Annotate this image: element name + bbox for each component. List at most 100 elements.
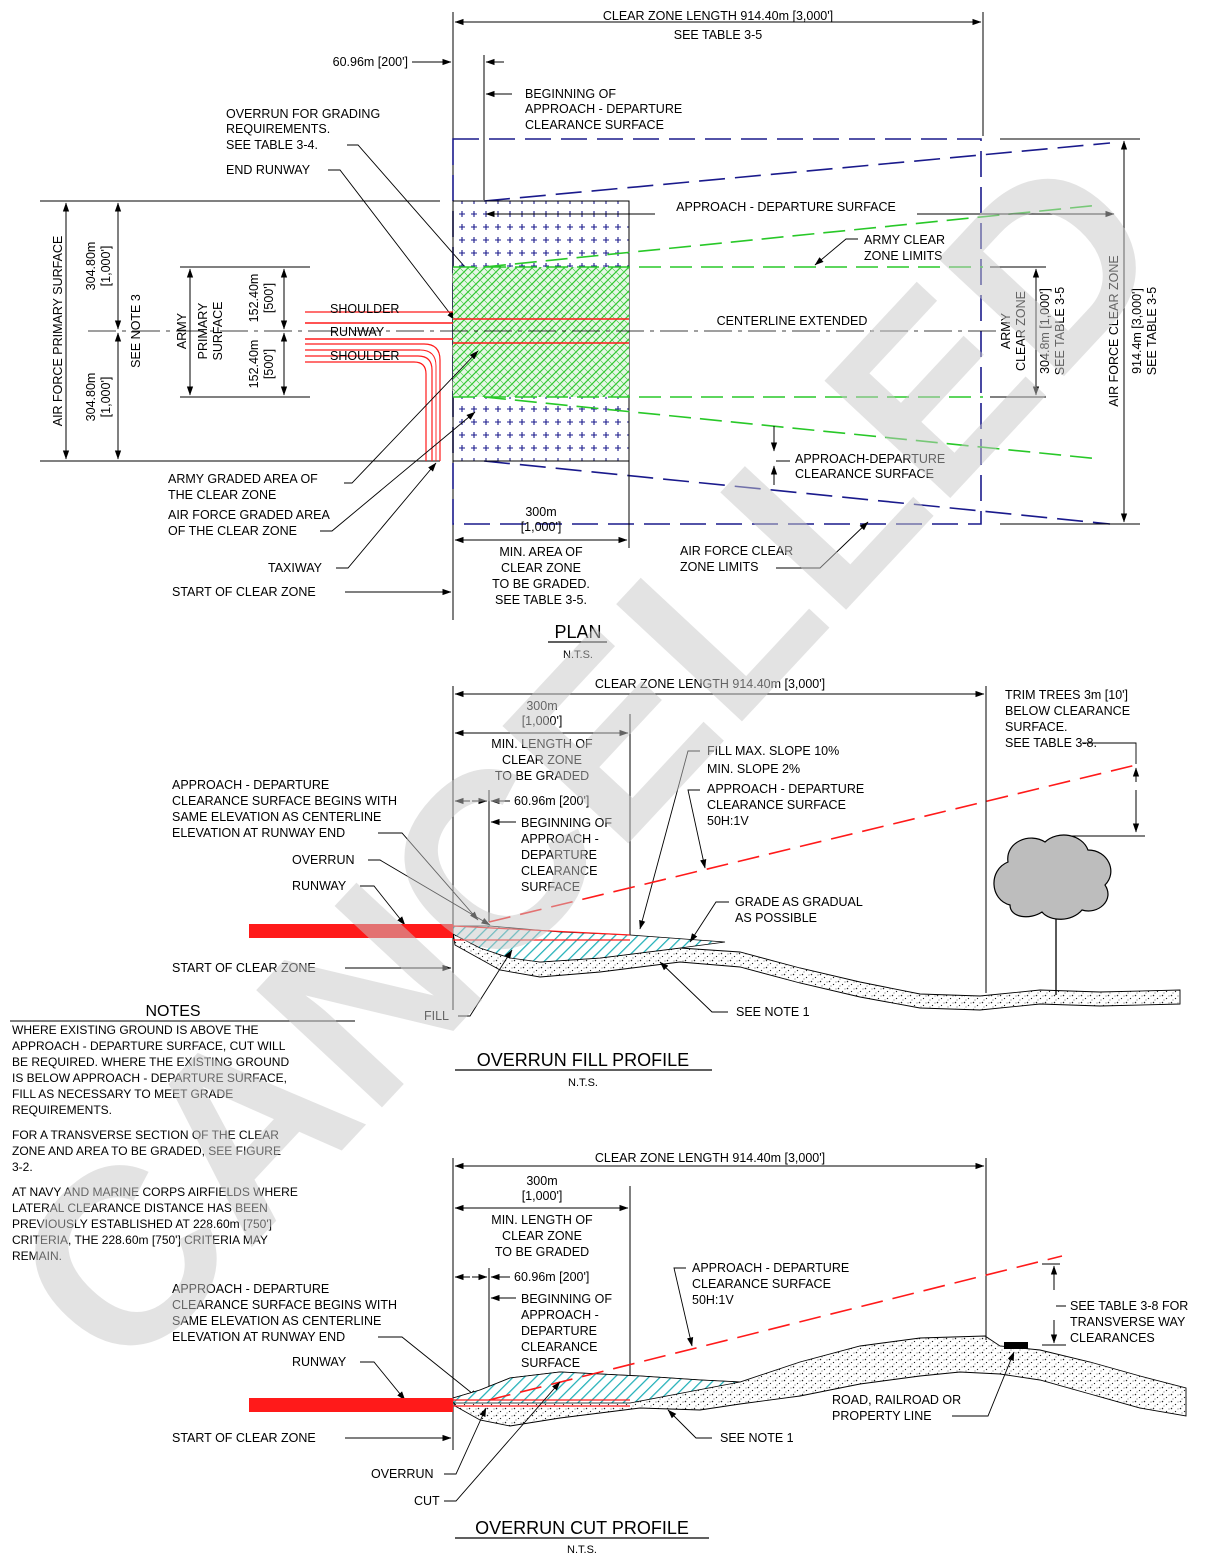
note2-line1: FOR A TRANSVERSE SECTION OF THE CLEAR bbox=[12, 1128, 279, 1142]
overrun-grading-label-2: REQUIREMENTS. bbox=[226, 122, 330, 136]
note3-line2: LATERAL CLEARANCE DISTANCE HAS BEEN bbox=[12, 1201, 268, 1215]
fill-begins-1: APPROACH - DEPARTURE bbox=[172, 778, 329, 792]
grade-label-2: AS POSSIBLE bbox=[735, 911, 817, 925]
army-graded-label-1: ARMY GRADED AREA OF bbox=[168, 472, 318, 486]
approach-surface-label-bg bbox=[655, 199, 917, 215]
cut-runway-label: RUNWAY bbox=[292, 1355, 347, 1369]
fill-begins-leader bbox=[378, 832, 479, 921]
army-primary-3: SURFACE bbox=[211, 301, 225, 360]
army-cz-label-2: CLEAR ZONE bbox=[1014, 291, 1028, 371]
begin-label-3: CLEARANCE SURFACE bbox=[525, 118, 664, 132]
cut-begin-3: DEPARTURE bbox=[521, 1324, 597, 1338]
af-304-top-1: 304.80m bbox=[84, 242, 98, 291]
cut-begin-2: APPROACH - bbox=[521, 1308, 599, 1322]
army-limits-label-2: ZONE LIMITS bbox=[864, 249, 942, 263]
fill-approach-surface bbox=[488, 763, 1141, 923]
af-304-bottom-1: 304.80m bbox=[84, 373, 98, 422]
taxiway-leader bbox=[336, 462, 437, 569]
fill-fill-label: FILL bbox=[424, 1009, 449, 1023]
note1-line3: BE REQUIRED. WHERE THE EXISTING GROUND bbox=[12, 1055, 289, 1069]
army-primary-2: PRIMARY bbox=[196, 302, 210, 359]
note1-line5: FILL AS NECESSARY TO MEET GRADE bbox=[12, 1087, 233, 1101]
road-leader bbox=[952, 1351, 1015, 1417]
af-cz-label-1: AIR FORCE CLEAR ZONE bbox=[1107, 255, 1121, 406]
fill-begin-1: BEGINNING OF bbox=[521, 816, 612, 830]
fill-slope-leader bbox=[639, 750, 700, 930]
army-approach-bottom bbox=[483, 396, 1101, 460]
af-cz-label-3: SEE TABLE 3-5 bbox=[1145, 287, 1159, 376]
fill-begin-5: SURFACE bbox=[521, 880, 580, 894]
shoulder-top-label: SHOULDER bbox=[330, 302, 399, 316]
clear-zone-length-label: CLEAR ZONE LENGTH 914.40m [3,000'] bbox=[603, 9, 833, 23]
see-table-label: SEE TABLE 3-5 bbox=[674, 28, 763, 42]
trim-label-3: SURFACE. bbox=[1005, 720, 1068, 734]
fill-title: OVERRUN FILL PROFILE bbox=[477, 1050, 689, 1070]
fill-300-label-2: [1,000'] bbox=[522, 714, 563, 728]
fill-overrun-surface bbox=[452, 925, 631, 941]
fill-min-len-3: TO BE GRADED bbox=[495, 769, 589, 783]
plan-title: PLAN bbox=[554, 622, 601, 642]
fill-runway-label: RUNWAY bbox=[292, 879, 347, 893]
army-152-bottom-1: 152.40m bbox=[247, 340, 261, 389]
approach-surface-top-edge bbox=[483, 142, 1111, 202]
cut-overrun-leader bbox=[444, 1407, 487, 1475]
trim-label-4: SEE TABLE 3-8. bbox=[1005, 736, 1097, 750]
plan-nts: N.T.S. bbox=[563, 649, 593, 661]
dim300-label-1: 300m bbox=[525, 505, 556, 519]
min-area-label-2: CLEAR ZONE bbox=[501, 561, 581, 575]
end-runway-leader bbox=[328, 169, 456, 321]
runway-label: RUNWAY bbox=[330, 325, 385, 339]
trim-label-2: BELOW CLEARANCE bbox=[1005, 704, 1130, 718]
fill-nts: N.T.S. bbox=[568, 1077, 598, 1089]
trim-label-1: TRIM TREES 3m [10'] bbox=[1005, 688, 1128, 702]
fill-begins-2: CLEARANCE SURFACE BEGINS WITH bbox=[172, 794, 397, 808]
cut-approach-surface bbox=[488, 1255, 1063, 1401]
cut-min-len-1: MIN. LENGTH OF bbox=[491, 1213, 593, 1227]
cut-38-label-2: TRANSVERSE WAY bbox=[1070, 1315, 1186, 1329]
fill-clear-zone-label: CLEAR ZONE LENGTH 914.40m [3,000'] bbox=[595, 677, 825, 691]
note1-line1: WHERE EXISTING GROUND IS ABOVE THE bbox=[12, 1023, 259, 1037]
army-152-bottom-2: [500'] bbox=[262, 349, 276, 379]
min-area-label-3: TO BE GRADED. bbox=[492, 577, 590, 591]
min-area-label-4: SEE TABLE 3-5. bbox=[495, 593, 587, 607]
cut-overrun-surface bbox=[453, 1399, 630, 1407]
overrun-grading-label-1: OVERRUN FOR GRADING bbox=[226, 107, 380, 121]
cut-min-len-3: TO BE GRADED bbox=[495, 1245, 589, 1259]
note1-line6: REQUIREMENTS. bbox=[12, 1103, 112, 1117]
cut-nts: N.T.S. bbox=[567, 1544, 597, 1556]
cut-adcs-leader bbox=[673, 1267, 694, 1347]
fill-slope-label-1: FILL MAX. SLOPE 10% bbox=[707, 744, 839, 758]
notes-heading: NOTES bbox=[145, 1003, 200, 1020]
taxiway bbox=[305, 343, 441, 461]
fill-adcs-label-3: 50H:1V bbox=[707, 814, 749, 828]
fill-300-label-1: 300m bbox=[526, 699, 557, 713]
cut-adcs-label-3: 50H:1V bbox=[692, 1293, 734, 1307]
overrun-fill-profile: CLEAR ZONE LENGTH 914.40m [3,000'] 300m … bbox=[172, 677, 1181, 1089]
army-primary-1: ARMY bbox=[175, 312, 189, 349]
note1-line4: IS BELOW APPROACH - DEPARTURE SURFACE, bbox=[12, 1071, 287, 1085]
af-limits-label-2: ZONE LIMITS bbox=[680, 560, 758, 574]
begin-label-2: APPROACH - DEPARTURE bbox=[525, 102, 682, 116]
centerline-label: CENTERLINE EXTENDED bbox=[717, 314, 868, 328]
dim300-label-2: [1,000'] bbox=[521, 520, 562, 534]
overrun-cut-profile: CLEAR ZONE LENGTH 914.40m [3,000'] 300m … bbox=[172, 1151, 1188, 1556]
cut-begin-4: CLEARANCE bbox=[521, 1340, 597, 1354]
af-graded-label-2: OF THE CLEAR ZONE bbox=[168, 524, 297, 538]
fill-begin-3: DEPARTURE bbox=[521, 848, 597, 862]
army-graded-area bbox=[453, 267, 629, 397]
army-limits-leader bbox=[814, 238, 858, 266]
fill-see-note-label: SEE NOTE 1 bbox=[736, 1005, 810, 1019]
cut-begins-1: APPROACH - DEPARTURE bbox=[172, 1282, 329, 1296]
cut-60-label: 60.96m [200'] bbox=[514, 1270, 589, 1284]
grade-label-1: GRADE AS GRADUAL bbox=[735, 895, 863, 909]
road-label-2: PROPERTY LINE bbox=[832, 1409, 932, 1423]
fill-begins-3: SAME ELEVATION AS CENTERLINE bbox=[172, 810, 381, 824]
af-graded-leader bbox=[320, 411, 476, 532]
fill-start-cz-label: START OF CLEAR ZONE bbox=[172, 961, 316, 975]
af-304-top-2: [1,000'] bbox=[99, 246, 113, 287]
note1-line2: APPROACH - DEPARTURE SURFACE, CUT WILL bbox=[12, 1039, 286, 1053]
af-limits-leader bbox=[776, 521, 869, 569]
shoulder-bottom-label: SHOULDER bbox=[330, 349, 399, 363]
note2-line2: ZONE AND AREA TO BE GRADED, SEE FIGURE bbox=[12, 1144, 281, 1158]
cut-runway bbox=[249, 1398, 453, 1412]
